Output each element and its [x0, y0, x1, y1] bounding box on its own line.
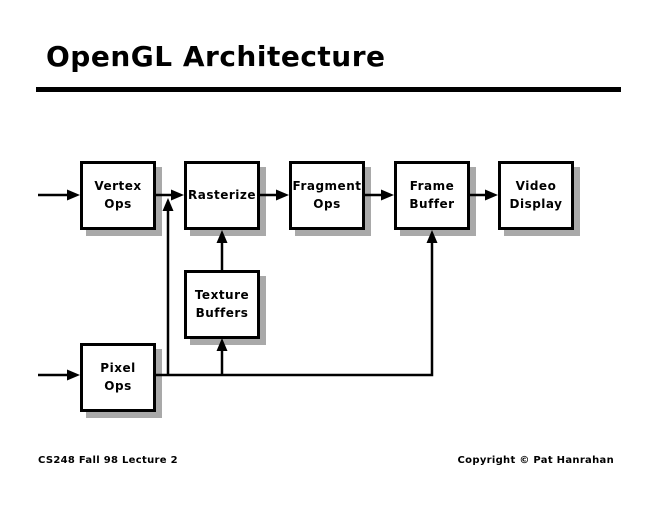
node-pixel-ops-label: Pixel Ops [100, 361, 136, 393]
node-texture-buffers-label: Texture Buffers [194, 288, 250, 320]
node-fragment-ops-label: Fragment Ops [292, 179, 362, 211]
page-title: OpenGL Architecture [46, 40, 386, 73]
node-frame-buffer-label: Frame Buffer [409, 179, 455, 211]
title-rule [36, 87, 621, 92]
arrow-vertex-ops-to-rasterize [156, 189, 184, 201]
arrow-pixel-ops-to-rasterize [162, 198, 174, 375]
node-frame-buffer: Frame Buffer [394, 161, 470, 230]
arrow-frame-buffer-to-video-display [470, 189, 498, 201]
footer-course-label: CS248 Fall 98 Lecture 2 [38, 455, 178, 466]
node-fragment-ops: Fragment Ops [289, 161, 365, 230]
node-rasterize: Rasterize [184, 161, 260, 230]
arrow-rasterize-to-fragment-ops [260, 189, 289, 201]
node-vertex-ops-label: Vertex Ops [94, 179, 142, 211]
node-rasterize-label: Rasterize [187, 187, 256, 202]
node-video-display-label: Video Display [509, 179, 563, 211]
node-vertex-ops: Vertex Ops [80, 161, 156, 230]
arrow-pixel-ops-to-texture-buffers [216, 338, 228, 375]
node-pixel-ops: Pixel Ops [80, 343, 156, 412]
arrow-fragment-ops-to-frame-buffer [365, 189, 394, 201]
node-texture-buffers: Texture Buffers [184, 270, 260, 339]
arrow-input-to-vertex-ops [38, 189, 80, 201]
arrow-input-to-pixel-ops [38, 369, 80, 381]
node-video-display: Video Display [498, 161, 574, 230]
arrow-texture-buffers-to-rasterize [216, 230, 228, 270]
footer-copyright-label: Copyright © Pat Hanrahan [457, 455, 614, 466]
